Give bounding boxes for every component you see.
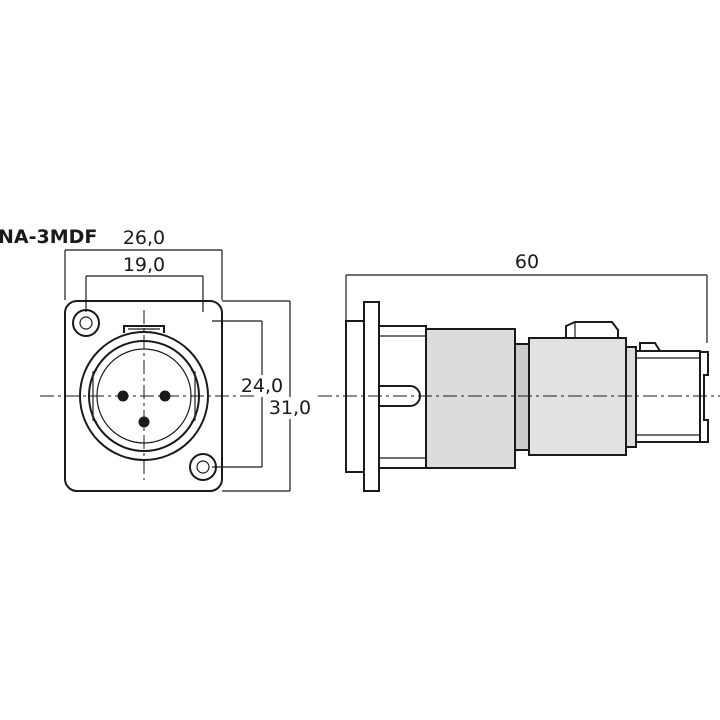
- dimension-length: 60: [515, 251, 539, 273]
- rear-cap: [700, 351, 709, 443]
- dimension-hole-spacing-horizontal: 19,0: [123, 254, 165, 276]
- mounting-hole-top-left-inner: [79, 316, 93, 330]
- mounting-hole-top-left: [72, 309, 100, 337]
- dimension-hole-spacing-vertical: 24,0: [241, 375, 283, 397]
- rear-end-edges: [636, 357, 700, 436]
- dimension-outer-width: 26,0: [123, 227, 165, 249]
- latch-button: [565, 321, 619, 338]
- rear-end-tab: [639, 342, 661, 352]
- mounting-hole-bottom-right: [189, 453, 217, 481]
- dimension-outer-height-backing: [267, 397, 313, 419]
- main-barrel: [425, 328, 516, 469]
- housing-front-section: [379, 325, 427, 469]
- side-view: 60: [318, 251, 720, 492]
- dimension-hole-spacing-vertical-backing: [239, 375, 285, 397]
- mounting-hole-bottom-right-inner: [196, 460, 210, 474]
- latch-tab: [123, 325, 165, 333]
- model-title: NA-3MDF: [0, 226, 97, 248]
- collar-ring: [625, 346, 637, 448]
- front-view: 26,0 19,0 24,0 31,0: [40, 227, 313, 492]
- taper-section: [514, 343, 530, 451]
- dimension-outer-height: 31,0: [269, 397, 311, 419]
